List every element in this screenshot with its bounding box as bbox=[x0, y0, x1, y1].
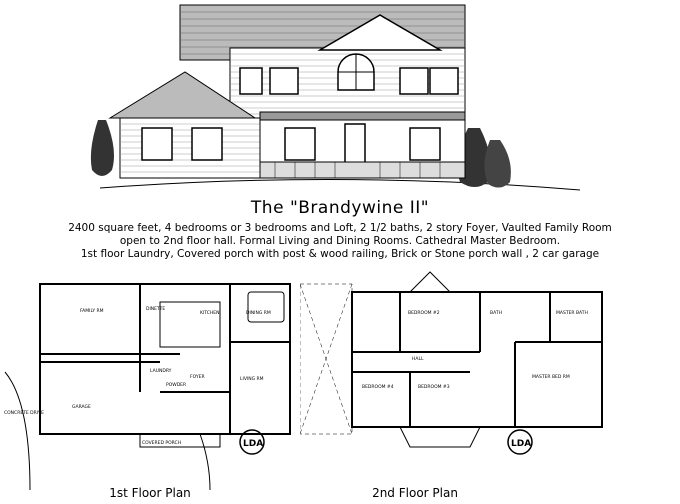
first-floor-plan: FAMILY RM DINETTE KITCHEN DINING RM LIVI… bbox=[4, 283, 291, 490]
dinette-label: DINETTE bbox=[146, 306, 165, 312]
lda-logo-icon-2 bbox=[507, 429, 533, 455]
plan-title: The "Brandywine II" bbox=[250, 198, 430, 218]
bath-label: BATH bbox=[490, 310, 502, 316]
master-bath-label: MASTER BATH bbox=[556, 310, 588, 316]
description-line-2: open to 2nd floor hall. Formal Living an… bbox=[119, 235, 561, 247]
living-room-label: LIVING RM bbox=[240, 376, 264, 382]
foyer-label: FOYER bbox=[190, 374, 205, 380]
house-elevation-drawing bbox=[90, 4, 581, 191]
garage-label: GARAGE bbox=[72, 404, 91, 410]
family-room-label: FAMILY RM bbox=[80, 308, 104, 314]
kitchen-label: KITCHEN bbox=[200, 310, 220, 316]
lda-logo-text: LDA bbox=[243, 439, 263, 449]
left-tree bbox=[90, 120, 114, 176]
hall-label: HALL bbox=[412, 356, 424, 362]
bedroom-4-label: BEDROOM #4 bbox=[362, 384, 394, 390]
covered-porch-label: COVERED PORCH bbox=[142, 440, 181, 446]
lda-logo-text-2: LDA bbox=[511, 439, 531, 449]
powder-label: POWDER bbox=[166, 382, 186, 388]
lda-logo-icon bbox=[239, 429, 265, 455]
right-tree bbox=[457, 128, 511, 188]
second-floor-label: 2nd Floor Plan bbox=[372, 486, 458, 500]
bedroom-2-label: BEDROOM #2 bbox=[408, 310, 440, 316]
description-line-1: 2400 square feet, 4 bedrooms or 3 bedroo… bbox=[68, 222, 612, 234]
master-bedroom-label: MASTER BED RM bbox=[532, 374, 570, 380]
bedroom-3-label: BEDROOM #3 bbox=[418, 384, 450, 390]
dining-room-label: DINING RM bbox=[246, 310, 271, 316]
laundry-label: LAUNDRY bbox=[150, 368, 172, 374]
second-floor-plan: BEDROOM #2 BEDROOM #3 BEDROOM #4 MASTER … bbox=[300, 271, 603, 455]
description-line-3: 1st floor Laundry, Covered porch with po… bbox=[80, 248, 600, 260]
concrete-drive-label: CONCRETE DRIVE bbox=[4, 410, 44, 416]
first-floor-label: 1st Floor Plan bbox=[109, 486, 191, 500]
